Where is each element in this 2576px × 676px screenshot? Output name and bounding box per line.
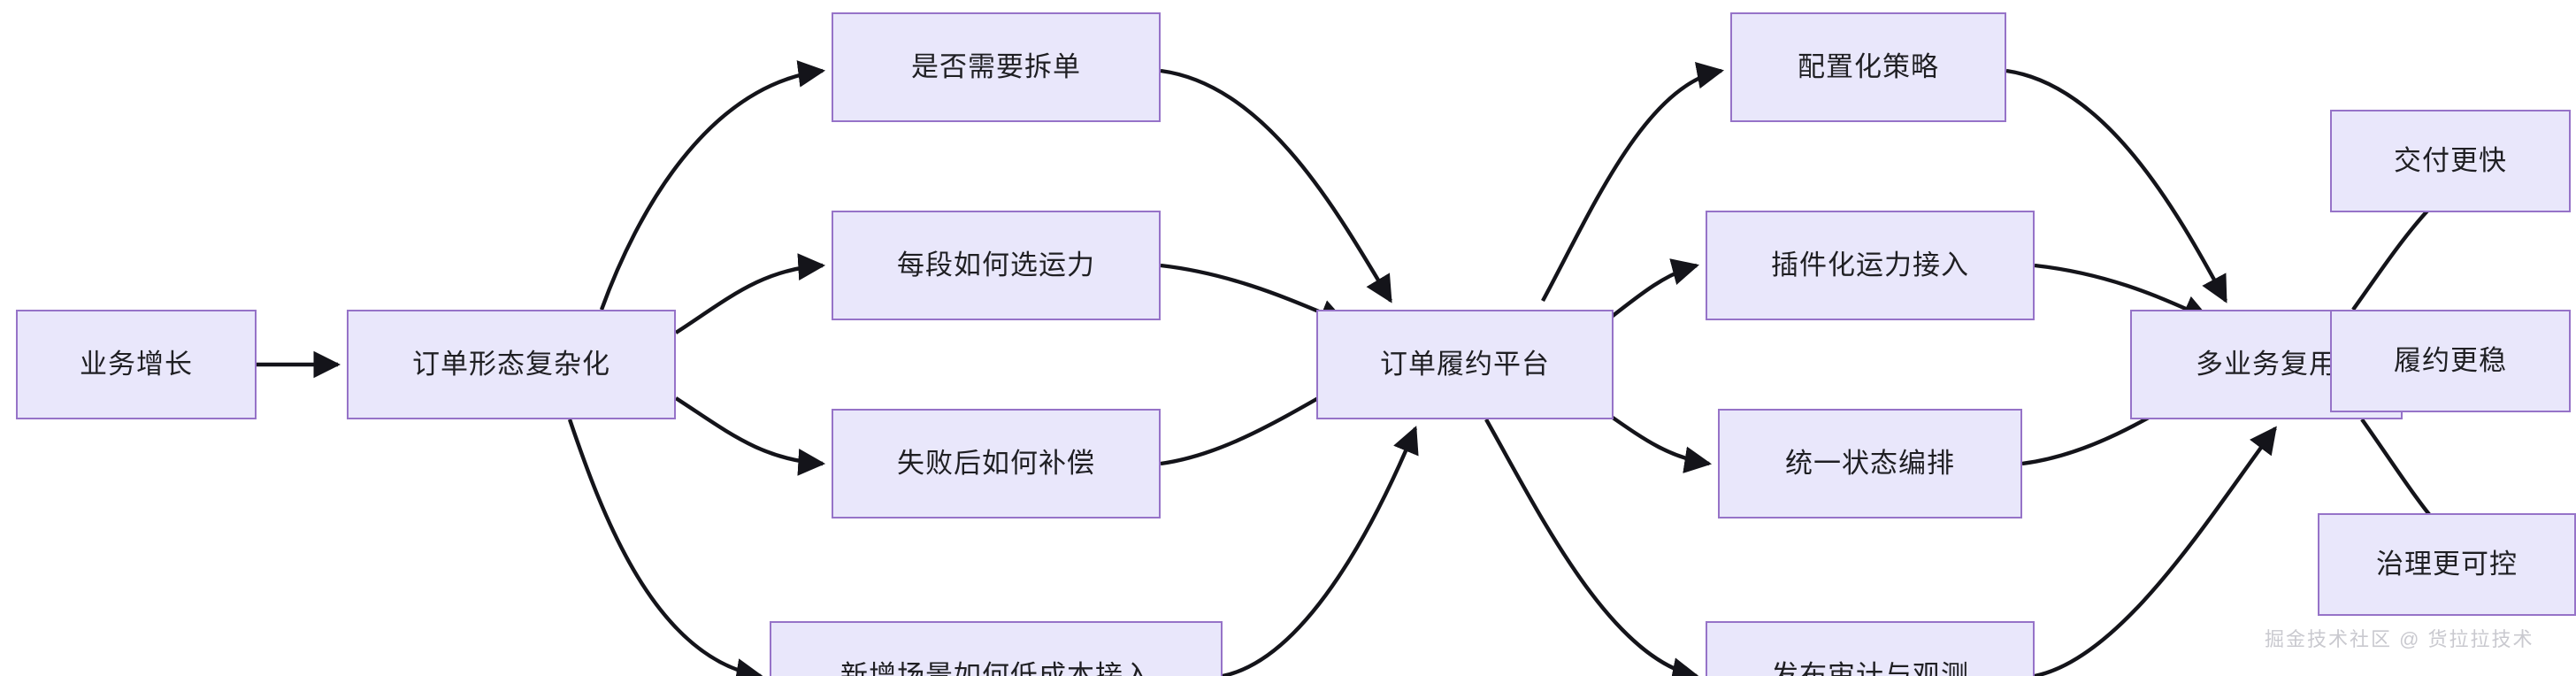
edge-n3-n7: [1160, 68, 1392, 303]
node-label: 发布审计与观测: [1771, 660, 1969, 676]
node-label: 履约更稳: [2394, 345, 2507, 377]
node-label: 订单形态复杂化: [412, 349, 610, 380]
node-order-complexity[interactable]: 订单形态复杂化: [347, 310, 676, 419]
node-faster-delivery[interactable]: 交付更快: [2330, 110, 2571, 212]
node-more-controllable-governance[interactable]: 治理更可控: [2318, 513, 2576, 616]
node-unified-state-orchestration[interactable]: 统一状态编排: [1718, 409, 2022, 519]
node-label: 业务增长: [80, 349, 193, 380]
node-label: 多业务复用: [2196, 349, 2337, 380]
node-label: 每段如何选运力: [897, 250, 1095, 281]
node-release-audit-observability[interactable]: 发布审计与观测: [1706, 621, 2035, 676]
node-label: 订单履约平台: [1380, 349, 1550, 380]
node-failure-compensation[interactable]: 失败后如何补偿: [832, 409, 1161, 519]
edge-n6-n7: [1222, 426, 1419, 676]
node-label: 治理更可控: [2376, 549, 2518, 580]
edge-n2-n6: [567, 419, 764, 676]
node-plugin-capacity-access[interactable]: 插件化运力接入: [1706, 211, 2035, 320]
edge-n8-n12: [2005, 68, 2227, 303]
edge-n7-n11: [1484, 418, 1700, 676]
node-label: 失败后如何补偿: [897, 448, 1095, 480]
node-label: 插件化运力接入: [1771, 250, 1969, 281]
edge-n11-n12: [2034, 426, 2277, 676]
node-stabler-fulfillment[interactable]: 履约更稳: [2330, 310, 2571, 412]
node-label: 是否需要拆单: [911, 51, 1081, 83]
edge-n2-n5: [674, 396, 826, 476]
node-label: 新增场景如何低成本接入: [840, 660, 1152, 676]
node-low-cost-onboarding[interactable]: 新增场景如何低成本接入: [770, 621, 1223, 676]
edge-n2-n3: [599, 60, 826, 311]
node-order-fulfillment-platform[interactable]: 订单履约平台: [1316, 310, 1614, 419]
node-business-growth[interactable]: 业务增长: [16, 310, 257, 419]
node-config-strategy[interactable]: 配置化策略: [1730, 12, 2006, 122]
node-label: 统一状态编排: [1785, 448, 1955, 480]
node-label: 交付更快: [2394, 145, 2507, 177]
edge-n7-n8: [1541, 61, 1725, 303]
node-select-capacity[interactable]: 每段如何选运力: [832, 211, 1161, 320]
edge-n2-n4: [674, 253, 826, 334]
node-need-split-order[interactable]: 是否需要拆单: [832, 12, 1161, 122]
watermark-text: 掘金技术社区 @ 货拉拉技术: [2265, 628, 2534, 650]
node-label: 配置化策略: [1798, 51, 1939, 83]
